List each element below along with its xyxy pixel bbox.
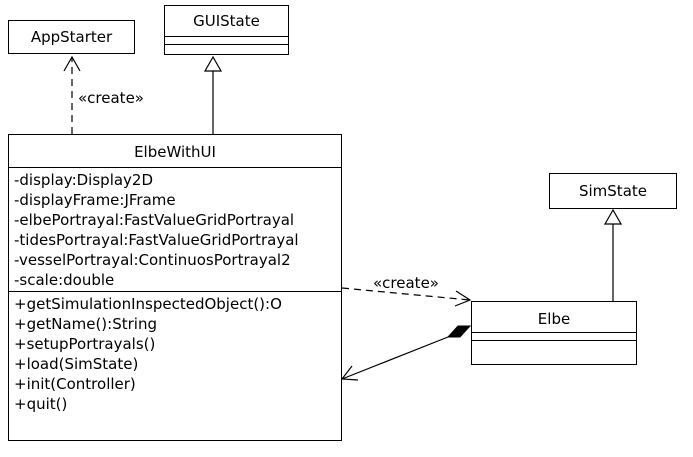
attribute-elbeportrayal: -elbePortrayal:FastValueGridPortrayal — [14, 211, 295, 229]
operations-compartment: +getSimulationInspectedObject():O +getNa… — [9, 291, 341, 440]
attributes-compartment — [472, 332, 636, 340]
create-dependency-elbe — [341, 287, 472, 307]
class-appstarter: AppStarter — [8, 20, 135, 54]
class-name: ElbeWithUI — [134, 143, 216, 161]
attribute-vesselportrayal: -vesselPortrayal:ContinuosPortrayal2 — [14, 251, 291, 269]
generalization-guistate — [203, 55, 223, 134]
operation-setupportrayals: +setupPortrayals() — [14, 335, 156, 353]
attribute-display: -display:Display2D — [14, 171, 154, 189]
operation-getname: +getName():String — [14, 315, 157, 333]
create-label-elbe: «create» — [373, 274, 439, 292]
attribute-tidesportrayal: -tidesPortrayal:FastValueGridPortrayal — [14, 231, 299, 249]
class-name: GUIState — [193, 12, 260, 30]
class-name: AppStarter — [30, 28, 113, 46]
operation-init: +init(Controller) — [14, 375, 136, 393]
class-elbewithui: ElbeWithUI -display:Display2D -displayFr… — [8, 134, 342, 441]
attributes-compartment — [165, 36, 288, 44]
operation-getsimulationinspectedobject: +getSimulationInspectedObject():O — [14, 295, 282, 313]
attribute-displayframe: -displayFrame:JFrame — [14, 191, 176, 209]
attributes-compartment: -display:Display2D -displayFrame:JFrame … — [9, 167, 341, 291]
attribute-scale: -scale:double — [14, 271, 115, 289]
operation-load: +load(SimState) — [14, 355, 139, 373]
operation-quit: +quit() — [14, 395, 68, 413]
class-name: SimState — [578, 182, 647, 200]
create-label-appstarter: «create» — [78, 89, 144, 107]
operations-compartment — [165, 44, 288, 54]
generalization-simstate — [603, 208, 623, 301]
class-guistate: GUIState — [164, 5, 289, 55]
operations-compartment — [472, 340, 636, 364]
composition-association — [340, 325, 472, 381]
create-dependency-appstarter — [63, 55, 81, 134]
composition-diamond — [446, 325, 472, 338]
class-elbe: Elbe — [471, 301, 637, 365]
class-simstate: SimState — [549, 173, 677, 209]
class-name: Elbe — [537, 310, 571, 328]
